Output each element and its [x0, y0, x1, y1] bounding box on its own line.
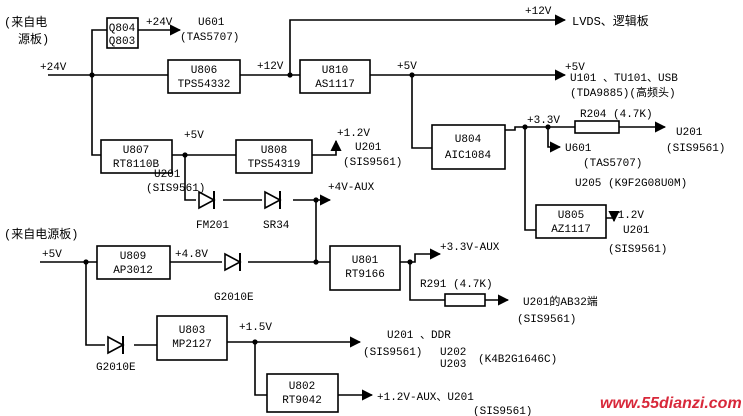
block-u807 — [100, 139, 173, 174]
block-u808 — [235, 139, 313, 174]
u601-top-label: U601 — [198, 17, 225, 29]
block-u802 — [266, 373, 339, 413]
out-12v-top-label: +12V — [525, 6, 552, 18]
block-labels: Q804 Q803 U806 TPS54332 U810 AS1117 U807… — [109, 23, 591, 407]
u201-left-label: U201 — [154, 169, 181, 181]
u201-r204-label: U201 — [676, 127, 703, 139]
u203-label: U203 — [440, 359, 466, 371]
g2010e-mid-label: G2010E — [214, 292, 254, 304]
v12-u808-label: +1.2V — [337, 128, 370, 140]
v5-mid-label: +5V — [397, 61, 417, 73]
block-u803 — [156, 315, 228, 361]
u810-part: AS1117 — [315, 79, 355, 91]
q804-part: Q803 — [109, 36, 135, 48]
u809-part: AP3012 — [113, 265, 153, 277]
junction-dots — [83, 72, 551, 345]
u803-part: MP2127 — [172, 339, 212, 351]
q-out-24v-label: +24V — [146, 17, 173, 29]
u805-part: AZ1117 — [551, 224, 591, 236]
u808-ref: U808 — [261, 145, 287, 157]
r204-label: R204 (4.7K) — [580, 109, 653, 121]
u805-ref: U805 — [558, 210, 584, 222]
u801-part: RT9166 — [345, 269, 385, 281]
u809-ref: U809 — [120, 251, 146, 263]
u205-label: U205 (K9F2G08U0M) — [575, 178, 687, 190]
from-power-board-1b: 源板) — [18, 32, 49, 47]
block-u801 — [329, 245, 401, 291]
from-power-board-1a: (来自电 — [4, 15, 47, 30]
net-labels: (来自电 源板) +24V +24V U601 (TAS5707) +12V L… — [4, 6, 725, 416]
tas5707-mid-label: (TAS5707) — [583, 158, 642, 170]
from-power-board-2: (来自电源板) — [4, 227, 78, 242]
q804-ref: Q804 — [109, 23, 136, 35]
u804-part: AIC1084 — [445, 150, 492, 162]
sis-ddr-label: (SIS9561) — [363, 347, 422, 359]
diode-sr34 — [264, 190, 282, 210]
aux4-label: +4V-AUX — [328, 182, 375, 194]
sis-r291-label: (SIS9561) — [517, 314, 576, 326]
sr34-label: SR34 — [263, 220, 290, 232]
block-u804 — [431, 124, 506, 170]
u807-part: RT8110B — [113, 159, 160, 171]
diode-g2010e-mid — [224, 252, 242, 272]
aux33-label: +3.3V-AUX — [440, 242, 500, 254]
u803-ref: U803 — [179, 325, 205, 337]
u804-ref: U804 — [455, 134, 482, 146]
r291-label: R291 (4.7K) — [420, 279, 493, 291]
u202-label: U202 — [440, 347, 466, 359]
resistor-r291 — [444, 293, 486, 307]
diode-g2010e-low — [107, 335, 125, 355]
usb-line-label: U101 、TU101、USB — [570, 73, 678, 85]
u802-part: RT9042 — [282, 395, 322, 407]
block-u809 — [96, 245, 171, 280]
sis-u808-label: (SIS9561) — [343, 157, 402, 169]
sis-r204-label: (SIS9561) — [666, 143, 725, 155]
fm201-label: FM201 — [196, 220, 229, 232]
u806-ref: U806 — [191, 65, 217, 77]
in-24v-label: +24V — [40, 62, 67, 74]
aux12-label: +1.2V-AUX、U201 — [377, 392, 474, 404]
block-u806 — [167, 59, 241, 94]
u601-mid-label: U601 — [565, 143, 592, 155]
u201-u808-label: U201 — [355, 142, 382, 154]
diode-fm201 — [198, 190, 216, 210]
u802-ref: U802 — [289, 381, 315, 393]
u808-part: TPS54319 — [248, 159, 301, 171]
u201-u805-label: U201 — [623, 225, 650, 237]
u806-part: TPS54332 — [178, 79, 231, 91]
v33-label: +3.3V — [527, 115, 560, 127]
block-u810 — [299, 59, 371, 94]
k4b-label: (K4B2G1646C) — [478, 354, 557, 366]
in-5v-label: +5V — [42, 249, 62, 261]
v12-u805-label: +1.2V — [611, 210, 644, 222]
v15-label: +1.5V — [239, 322, 272, 334]
u201-ab32-label: U201的AB32端 — [523, 294, 598, 309]
g2010e-low-label: G2010E — [96, 362, 136, 374]
block-u805 — [535, 204, 607, 239]
block-q804 — [106, 17, 139, 49]
tda-line-label: (TDA9885)(高频头) — [570, 85, 676, 100]
sis-u805-label: (SIS9561) — [608, 244, 667, 256]
resistor-r204 — [574, 120, 620, 134]
v48-label: +4.8V — [175, 249, 208, 261]
tas5707-top-label: (TAS5707) — [180, 32, 239, 44]
u801-ref: U801 — [352, 255, 379, 267]
u807-ref: U807 — [123, 145, 149, 157]
v5-out-label: +5V — [565, 62, 585, 74]
ic-blocks — [96, 17, 607, 413]
u810-ref: U810 — [322, 65, 348, 77]
v12-mid-label: +12V — [257, 61, 284, 73]
u201-ddr-label: U201 、DDR — [387, 330, 451, 342]
v5-u807-label: +5V — [184, 130, 204, 142]
sis-aux12-label: (SIS9561) — [473, 406, 532, 416]
lvds-logic-label: LVDS、逻辑板 — [572, 14, 649, 29]
sis-left-label: (SIS9561) — [146, 183, 205, 195]
watermark: www.55dianzi.com — [600, 395, 742, 412]
